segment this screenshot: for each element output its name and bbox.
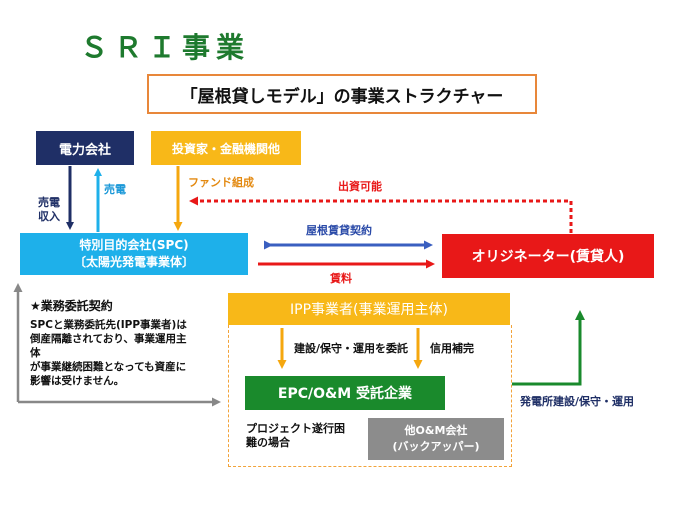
epc-box: EPC/O&M 受託企業	[245, 376, 445, 410]
fund-label: ファンド組成	[188, 176, 254, 189]
notes-line: が事業継続困難となっても資産に	[30, 361, 187, 373]
power-company-label: 電力会社	[58, 142, 111, 158]
credit-label: 信用補完	[430, 342, 474, 355]
notes-line: 体	[30, 347, 41, 359]
plant-ops-arrow	[512, 310, 585, 386]
contract-notes: ★業務委託契約 SPCと業務委託先(IPP事業者)は 倒産隔離されており、事業運…	[30, 297, 225, 388]
ipp-scope-area	[228, 325, 512, 467]
notes-line: 倒産隔離されており、事業運用主	[30, 333, 187, 345]
other-om-sublabel: (バックアッパー)	[392, 440, 480, 453]
ipp-box: IPP事業者(事業運用主体)	[228, 293, 510, 325]
ipp-label: IPP事業者(事業運用主体)	[290, 302, 448, 318]
project-difficulty-label: プロジェクト遂行困 難の場合	[246, 422, 345, 449]
investors-label: 投資家・金融機関他	[171, 141, 280, 156]
roof-lease-label: 屋根賃貸契約	[306, 224, 372, 237]
spc-sublabel: 〔太陽光発電事業体〕	[73, 255, 194, 269]
investors-box: 投資家・金融機関他	[151, 131, 301, 165]
epc-label: EPC/O&M 受託企業	[277, 386, 413, 402]
diagram-subtitle: 「屋根貸しモデル」の事業ストラクチャー	[147, 74, 537, 114]
sale-revenue-label: 売電 収入	[38, 196, 60, 223]
spc-label: 特別目的会社(SPC)	[79, 238, 189, 252]
page-title: ＳＲＩ事業	[80, 31, 251, 64]
plant-ops-label: 発電所建設/保守・運用	[520, 395, 635, 408]
notes-heading: ★業務委託契約	[30, 299, 113, 313]
originator-box: オリジネーター(賃貸人)	[442, 234, 654, 278]
outsourcing-label: 建設/保守・運用を委託	[294, 342, 409, 355]
notes-line: 影響は受けません。	[30, 375, 125, 387]
investment-arrow	[189, 196, 573, 233]
other-om-box: 他O&M会社 (バックアッパー)	[368, 418, 504, 460]
originator-label: オリジネーター(賃貸人)	[471, 249, 625, 265]
rent-label: 賃料	[330, 272, 352, 285]
investment-label: 出資可能	[338, 180, 382, 193]
sale-label: 売電	[104, 183, 126, 196]
power-company-box: 電力会社	[36, 131, 134, 165]
other-om-label: 他O&M会社	[404, 424, 468, 437]
spc-box: 特別目的会社(SPC) 〔太陽光発電事業体〕	[20, 233, 248, 275]
notes-line: SPCと業務委託先(IPP事業者)は	[30, 319, 187, 331]
